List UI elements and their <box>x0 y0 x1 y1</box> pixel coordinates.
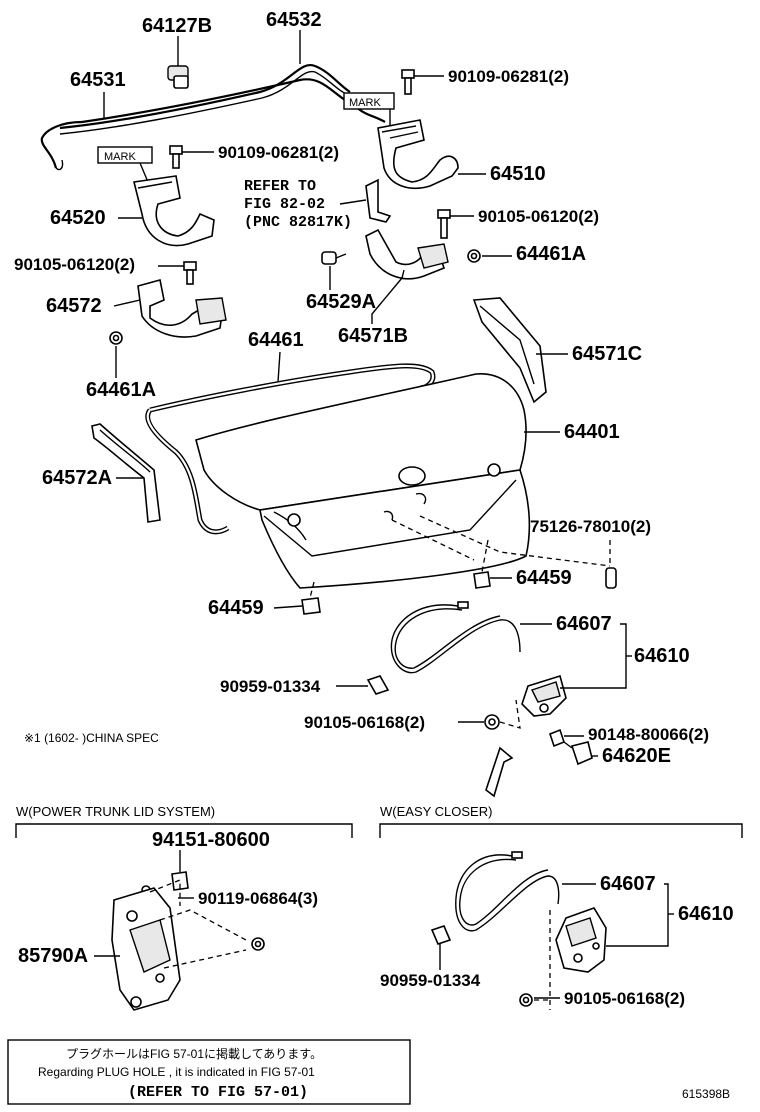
clip-90959-main <box>366 675 390 695</box>
label-64461A-right: 64461A <box>516 243 586 265</box>
label-64610: 64610 <box>634 645 690 667</box>
china-spec-note: ※1 (1602- )CHINA SPEC <box>24 731 159 745</box>
label-75126: 75126-78010(2) <box>530 517 651 536</box>
mark-text-left: MARK <box>104 151 136 163</box>
bracket-64572A <box>91 423 161 523</box>
cable-64607-ec <box>455 851 560 932</box>
diagram-id: 615398B <box>682 1087 730 1101</box>
latch-64610-ec <box>555 907 607 973</box>
note-en: Regarding PLUG HOLE , it is indicated in… <box>38 1065 315 1079</box>
labels-main: 64127B 64532 64531 90109-06281(2) 64510 … <box>14 9 709 767</box>
label-64510: 64510 <box>490 163 546 185</box>
label-64607: 64607 <box>556 613 612 635</box>
section-easy-closer-title: W(EASY CLOSER) <box>380 804 492 819</box>
section-easy-closer: W(EASY CLOSER) 64607 64610 90959-01334 <box>379 804 743 1010</box>
label-64532: 64532 <box>266 9 322 31</box>
mark-label-right: MARK <box>343 92 395 126</box>
label-90109-left: 90109-06281(2) <box>218 143 339 162</box>
section-power-trunk-title: W(POWER TRUNK LID SYSTEM) <box>16 804 215 819</box>
bolt-90105-06120-right <box>437 209 451 239</box>
trunk-lid-64401 <box>195 373 531 589</box>
label-90148: 90148-80066(2) <box>588 725 709 744</box>
bolt-90105-06120-left <box>183 261 197 285</box>
label-64529A: 64529A <box>306 291 376 313</box>
label-90105-06120-right: 90105-06120(2) <box>478 207 599 226</box>
label-64127B: 64127B <box>142 15 212 37</box>
stopper-64529A <box>321 251 347 265</box>
plug-hole-note-box: プラグホールはFIG 57-01に掲載してあります。 Regarding PLU… <box>7 1039 411 1105</box>
ref-line3: (PNC 82817K) <box>244 214 352 231</box>
label-64459-right: 64459 <box>516 567 572 589</box>
actuator-85790A <box>111 887 181 1011</box>
cable-64607 <box>390 601 521 674</box>
label-90105-06168-ec: 90105-06168(2) <box>564 989 685 1008</box>
label-64610-ec: 64610 <box>678 903 734 925</box>
label-90119: 90119-06864(3) <box>198 889 318 908</box>
bumper-64459-left <box>301 597 321 615</box>
label-64459-left: 64459 <box>208 597 264 619</box>
label-64461: 64461 <box>248 329 304 351</box>
label-64571B: 64571B <box>338 325 408 347</box>
section-power-trunk: W(POWER TRUNK LID SYSTEM) 94151-80600 90… <box>15 804 353 1011</box>
bolt-90109-left <box>169 145 183 169</box>
label-64531: 64531 <box>70 69 126 91</box>
bumper-94151 <box>171 871 189 891</box>
label-94151: 94151-80600 <box>152 829 270 851</box>
nut-64461A-right <box>467 249 481 263</box>
clip-64127B <box>167 65 189 89</box>
label-64401: 64401 <box>564 421 620 443</box>
label-90959: 90959-01334 <box>220 677 321 696</box>
clip-82817K <box>365 178 392 223</box>
clip-90959-ec <box>430 925 452 945</box>
bolt-90119-2 <box>251 937 265 951</box>
bracket-64571C <box>472 297 547 404</box>
hinge-64520 <box>133 175 215 247</box>
label-64461A-left: 64461A <box>86 379 156 401</box>
weatherstrip-64461 <box>145 363 436 535</box>
mark-text-right: MARK <box>349 97 381 109</box>
latch-64610 <box>521 674 567 717</box>
bolt-90109-right <box>401 69 415 95</box>
label-64520: 64520 <box>50 207 106 229</box>
label-90105-06168: 90105-06168(2) <box>304 713 425 732</box>
hinge-64510 <box>377 119 459 190</box>
hinge-bracket-64572 <box>137 279 227 338</box>
torsion-bar-64531 <box>40 78 386 171</box>
bumper-64459-right <box>473 571 491 589</box>
label-90109-right: 90109-06281(2) <box>448 67 569 86</box>
nut-64461A-left <box>109 331 123 345</box>
bolt-90105-06168-main <box>484 699 521 730</box>
ref-line1: REFER TO <box>244 178 316 195</box>
label-64571C: 64571C <box>572 343 642 365</box>
label-64572: 64572 <box>46 295 102 317</box>
pin-75126 <box>605 567 617 589</box>
ref-line2: FIG 82-02 <box>244 196 325 213</box>
note-refer: (REFER TO FIG 57-01) <box>128 1084 308 1101</box>
label-85790A: 85790A <box>18 945 88 967</box>
hinge-bracket-64571B <box>365 228 449 280</box>
leader-75126 <box>391 515 611 567</box>
switch-64620E <box>563 741 593 766</box>
label-90105-06120-left: 90105-06120(2) <box>14 255 135 274</box>
label-90959-ec: 90959-01334 <box>380 971 481 990</box>
label-64572A: 64572A <box>42 467 112 489</box>
bolt-90105-06168-ec <box>519 993 533 1007</box>
note-jp: プラグホールはFIG 57-01に掲載してあります。 <box>66 1046 322 1061</box>
label-64620E: 64620E <box>602 745 671 767</box>
label-64607-ec: 64607 <box>600 873 656 895</box>
front-arrow <box>485 746 514 798</box>
screw-90148 <box>549 728 565 748</box>
torsion-bar-64532 <box>59 63 351 135</box>
mark-label-left: MARK <box>97 146 153 183</box>
